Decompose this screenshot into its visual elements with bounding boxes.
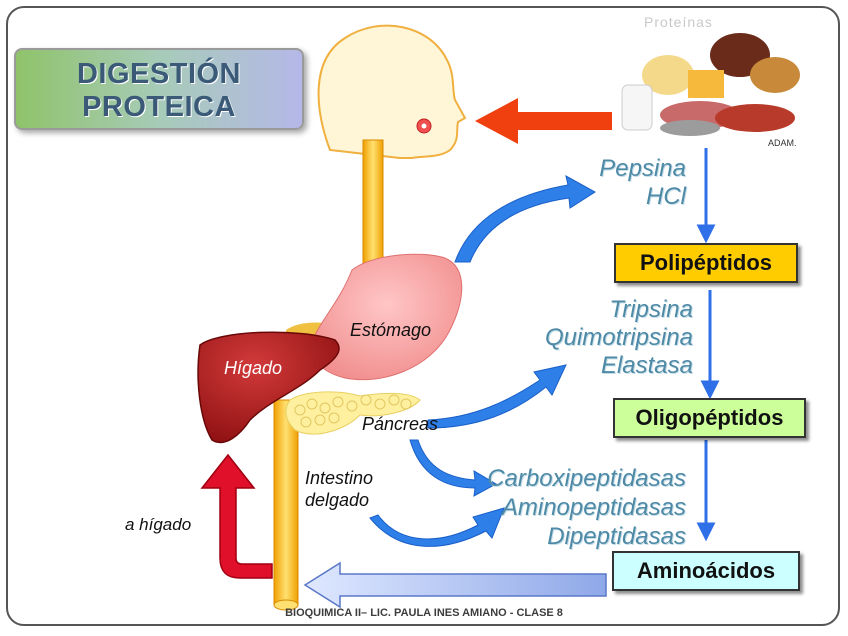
image-credit: ADAM. <box>768 138 797 148</box>
intestine-tube <box>273 399 299 606</box>
enzyme-elastasa: Elastasa <box>600 352 693 379</box>
pancreas-shape <box>285 391 421 435</box>
enzyme-dipeptidasas: Dipeptidasas <box>547 523 686 550</box>
pancreas-to-intestine-enzyme-arrow <box>409 439 498 497</box>
title-line-2: PROTEICA <box>82 91 236 123</box>
stomach-label: Estómago <box>350 320 432 340</box>
intestine-label-line-2: delgado <box>305 490 370 510</box>
to-liver-label: a hígado <box>125 515 192 534</box>
aminoacids-absorption-arrow <box>303 561 607 609</box>
intestine-label-line-1: Intestino <box>305 468 374 488</box>
enzyme-tripsina: Tripsina <box>609 296 693 323</box>
pancreas-label: Páncreas <box>362 414 439 434</box>
enzyme-pepsina: Pepsina <box>599 155 686 182</box>
enzyme-aminopeptidasas: Aminopeptidasas <box>501 494 686 521</box>
liver-shape <box>197 331 340 444</box>
oligopeptidos-box: Oligopéptidos <box>613 398 806 438</box>
title-box: DIGESTIÓN PROTEICA <box>14 48 304 130</box>
stomach-enzyme-arrow <box>454 175 596 263</box>
protein-foods-image <box>612 33 802 140</box>
liver-label: Hígado <box>224 358 283 378</box>
enzyme-carboxipeptidasas: Carboxipeptidasas <box>487 465 686 492</box>
food-to-mouth-arrow <box>475 98 612 144</box>
aminoacidos-box: Aminoácidos <box>612 551 800 591</box>
pancreas-enzyme-arrow <box>427 364 567 429</box>
head-silhouette <box>317 24 467 159</box>
enzyme-quimotripsina: Quimotripsina <box>544 324 693 351</box>
to-liver-arrow <box>200 453 273 579</box>
food-image-caption: Proteínas <box>644 14 713 30</box>
polipeptidos-box: Polipéptidos <box>614 243 798 283</box>
intestine-enzyme-arrow <box>369 507 505 547</box>
enzyme-hcl: HCl <box>646 183 686 210</box>
footer-credit: BIOQUIMICA II– LIC. PAULA INES AMIANO - … <box>285 607 563 619</box>
title-line-1: DIGESTIÓN <box>76 58 241 90</box>
stomach-shape <box>311 253 463 381</box>
